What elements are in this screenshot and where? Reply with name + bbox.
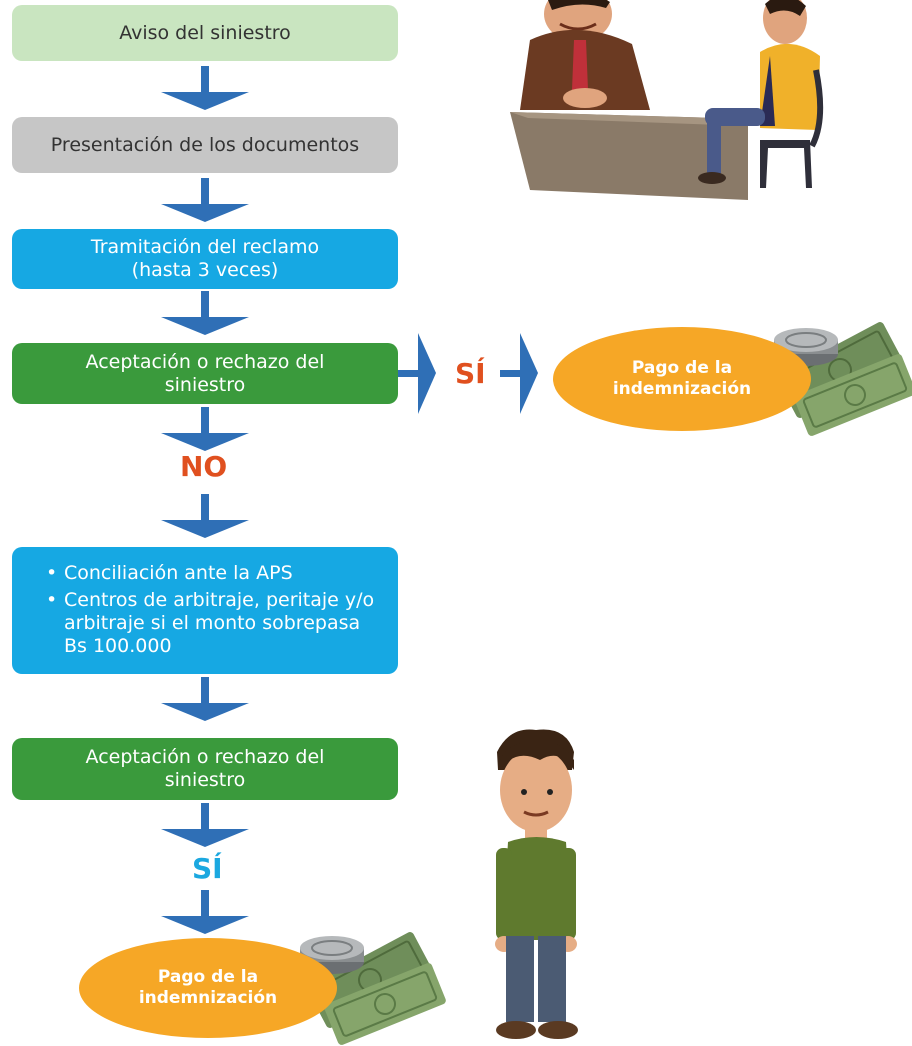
outcome-pago-indemnizacion-2: Pago de la indemnización (79, 938, 337, 1038)
standing-man-illustration (495, 729, 578, 1039)
money-icon-1 (774, 322, 912, 436)
arrow-8 (161, 890, 249, 934)
step-aceptacion2-label-line1: Aceptación o rechazo del (85, 746, 325, 768)
step-presentacion-label: Presentación de los documentos (50, 133, 360, 156)
answer-si-bottom: SÍ (192, 852, 223, 885)
arrow-right-1 (398, 333, 436, 414)
step-tramitacion-reclamo: Tramitación del reclamo (hasta 3 veces) (12, 229, 398, 289)
arrow-4 (161, 407, 249, 451)
answer-no: NO (180, 450, 228, 483)
step-aviso-label: Aviso del siniestro (119, 21, 291, 44)
step-presentacion-documentos: Presentación de los documentos (12, 117, 398, 173)
step-aceptacion2-label-line2: siniestro (164, 769, 246, 791)
step-conciliacion: Conciliación ante la APS Centros de arbi… (12, 547, 398, 674)
outcome2-label-line1: Pago de la (157, 967, 259, 987)
step-tramitacion-label-line1: Tramitación del reclamo (90, 236, 320, 258)
step-aceptacion-rechazo-2: Aceptación o rechazo del siniestro (12, 738, 398, 800)
conciliacion-item: Conciliación ante la APS (42, 562, 380, 585)
step-aceptacion1-label-line2: siniestro (164, 373, 246, 396)
conciliacion-item: Centros de arbitraje, peritaje y/o arbit… (42, 589, 380, 658)
step-aceptacion1-label-line1: Aceptación o rechazo del (85, 350, 325, 373)
arrow-5 (161, 494, 249, 538)
outcome1-label-line1: Pago de la (631, 358, 733, 378)
answer-si-right: SÍ (455, 357, 486, 390)
arrow-2 (161, 178, 249, 222)
meeting-illustration (510, 0, 824, 200)
arrow-6 (161, 677, 249, 721)
step-aviso-del-siniestro: Aviso del siniestro (12, 5, 398, 61)
outcome1-label-line2: indemnización (612, 379, 752, 399)
step-aceptacion-rechazo-1: Aceptación o rechazo del siniestro (12, 343, 398, 404)
arrow-right-2 (500, 333, 538, 414)
conciliacion-list: Conciliación ante la APS Centros de arbi… (42, 560, 380, 662)
arrow-7 (161, 803, 249, 847)
outcome2-label-line2: indemnización (138, 988, 278, 1008)
arrow-1 (161, 66, 249, 110)
money-icon-2 (300, 932, 446, 1045)
step-tramitacion-label-line2: (hasta 3 veces) (131, 259, 279, 281)
outcome-pago-indemnizacion-1: Pago de la indemnización (553, 327, 811, 431)
arrow-3 (161, 291, 249, 335)
